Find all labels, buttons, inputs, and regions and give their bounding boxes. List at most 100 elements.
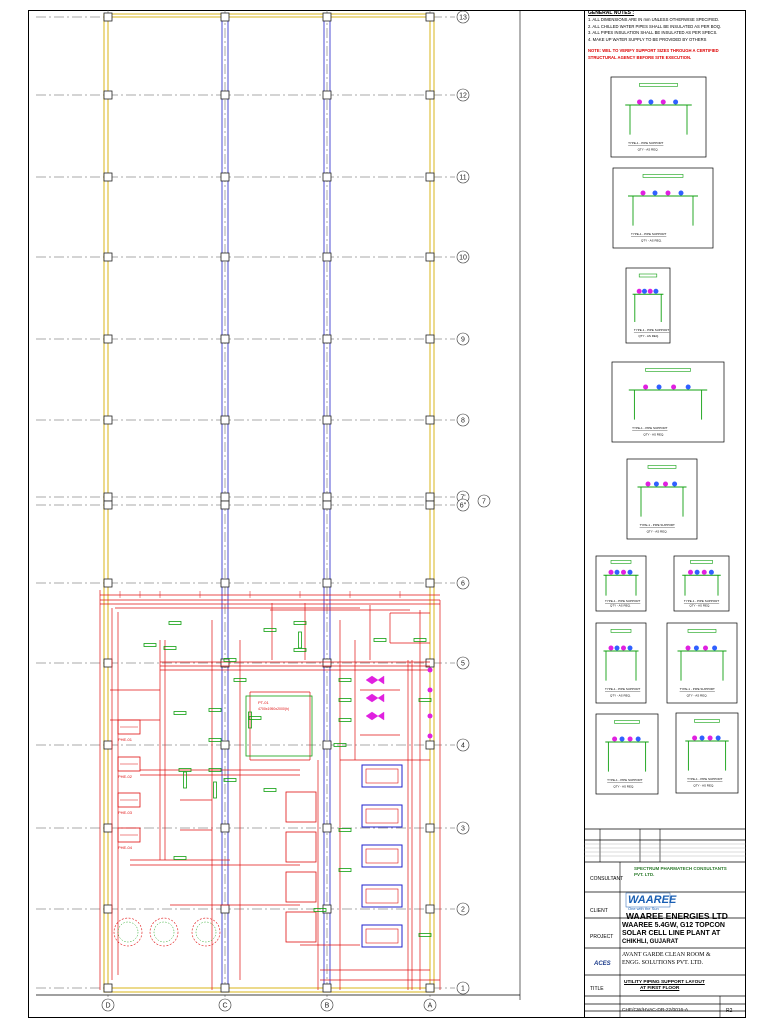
valve-icon: [427, 733, 433, 739]
grid-row-label: 5: [461, 661, 465, 668]
equipment-box: [285, 871, 317, 903]
pipe-support: [263, 788, 277, 792]
note-item: 2. ALL CHILLED WATER PIPES SHALL BE INSU…: [588, 23, 722, 29]
column: [220, 252, 230, 262]
column: [220, 983, 230, 993]
grid-row-label: 6: [461, 581, 465, 588]
grid-bubble: [320, 998, 334, 1012]
phe-unit: [117, 792, 141, 808]
grid-bubble: [101, 998, 115, 1012]
grid-bubble: [456, 821, 470, 835]
equipment-box: [285, 831, 317, 863]
grid-row-label: 7': [460, 495, 465, 502]
column: [425, 823, 435, 833]
phe-unit: [117, 719, 141, 735]
notes-warning: NOTE: WEL TO VERIFY SUPPORT SIZES THROUG…: [588, 47, 719, 60]
column: [103, 578, 113, 588]
project-name-3: CHIKHLI, GUJARAT: [622, 939, 679, 945]
phe-unit: [117, 756, 141, 772]
pipe-support: [293, 621, 307, 625]
ahu-unit: [361, 764, 403, 788]
pipe-support: [163, 646, 177, 650]
grid-row-label: 9: [461, 337, 465, 344]
pipe-support: [338, 698, 352, 702]
ahu-unit: [361, 804, 403, 828]
pipe-support: [178, 768, 192, 772]
column: [322, 415, 332, 425]
column: [425, 492, 435, 502]
column: [220, 12, 230, 22]
project-name-2: SOLAR CELL LINE PLANT AT: [622, 930, 721, 937]
equipment-box: [285, 911, 317, 943]
revision: R2: [726, 1008, 733, 1014]
contractor-name-1: AVANT GARDE CLEAN ROOM &: [622, 952, 711, 958]
pipe-support: [338, 678, 352, 682]
column: [425, 904, 435, 914]
column: [220, 415, 230, 425]
pipe-support: [313, 908, 327, 912]
column: [322, 334, 332, 344]
grid-bubble: [456, 332, 470, 346]
grid-bubble: [456, 170, 470, 184]
column: [103, 492, 113, 502]
grid-bubble: [218, 998, 232, 1012]
ahu-inner: [365, 928, 399, 944]
column: [103, 172, 113, 182]
column: [322, 12, 332, 22]
note-item: 4. MAKE UP WATER SUPPLY TO BE PROVIDED B…: [588, 37, 707, 43]
column: [103, 12, 113, 22]
column: [425, 983, 435, 993]
project-label: PROJECT: [590, 934, 614, 940]
notes-title: GENERAL NOTES :: [588, 10, 635, 16]
pipe-support: [338, 828, 352, 832]
column: [103, 500, 113, 510]
grid-col-label: D: [105, 1003, 110, 1010]
note-item: 1. ALL DIMENSIONS ARE IN mm UNLESS OTHER…: [588, 16, 720, 22]
client-tagline: One with the Sun: [628, 906, 659, 911]
column: [220, 172, 230, 182]
title-label: TITLE: [590, 986, 604, 992]
cooling-tower-inner: [195, 921, 217, 943]
pipe-support: [338, 718, 352, 722]
grid-bubble: [456, 250, 470, 264]
grid-col-label: B: [325, 1003, 330, 1010]
column: [103, 904, 113, 914]
column: [103, 823, 113, 833]
valve-icon: [365, 675, 385, 685]
client-name: WAAREE ENERGIES LTD: [626, 911, 728, 921]
ahu-inner: [365, 808, 399, 824]
column: [425, 12, 435, 22]
ahu-inner: [365, 768, 399, 784]
pipe-support: [213, 781, 217, 799]
grid-bubble: [456, 576, 470, 590]
consultant-label: CONSULTANT: [590, 876, 624, 882]
pipe-support: [168, 621, 182, 625]
pipe-support: [223, 658, 237, 662]
building-wall: [107, 16, 431, 989]
client-label: CLIENT: [590, 908, 608, 914]
pipe-support: [338, 868, 352, 872]
column: [103, 740, 113, 750]
ahu-inner: [365, 888, 399, 904]
grid-row-label: 3: [461, 826, 465, 833]
column: [425, 172, 435, 182]
drawing-frame: [28, 10, 746, 1018]
pipe-support: [413, 638, 427, 642]
column: [220, 492, 230, 502]
grid-col-label: C: [222, 1003, 227, 1010]
pipe-support: [183, 771, 187, 789]
tank-outline: [245, 695, 313, 757]
grid-row-label: 1: [461, 986, 465, 993]
column: [220, 500, 230, 510]
valve-icon: [427, 713, 433, 719]
column: [322, 983, 332, 993]
pipe-support: [248, 711, 252, 729]
pipe-support: [263, 628, 277, 632]
grid-row-label: 4: [461, 743, 465, 750]
pipe-support: [208, 738, 222, 742]
column: [103, 658, 113, 668]
valve-icon: [365, 711, 385, 721]
ahu-unit: [361, 884, 403, 908]
column: [220, 578, 230, 588]
pipe-support: [333, 743, 347, 747]
